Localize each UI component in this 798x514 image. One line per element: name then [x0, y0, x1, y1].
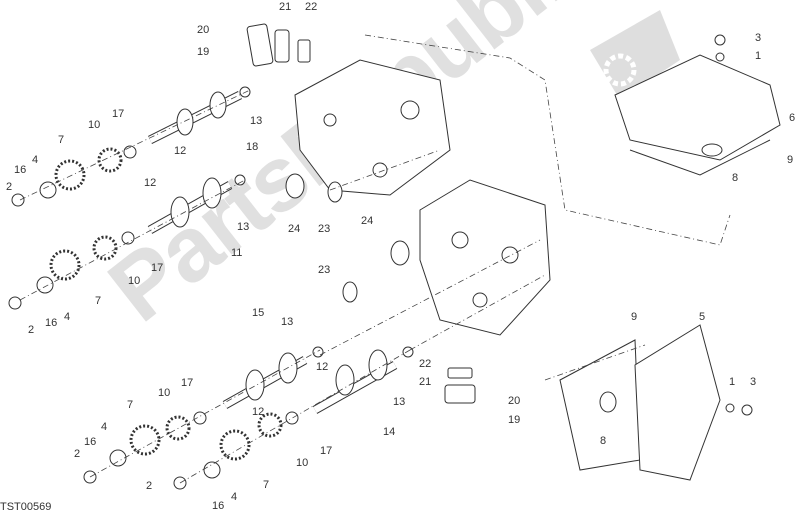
callout: 8 [732, 172, 739, 184]
callout: 14 [383, 426, 396, 438]
callout: 7 [95, 295, 102, 307]
callout: 10 [296, 457, 309, 469]
callout: 17 [151, 262, 164, 274]
gasket-lower [447, 367, 473, 379]
plug-24-a [285, 173, 305, 199]
callout: 12 [144, 177, 157, 189]
gasket-upper [274, 29, 290, 63]
callout: 10 [128, 275, 141, 287]
callout: 16 [84, 436, 97, 448]
callout: 12 [174, 145, 187, 157]
tensioner-cover-upper [246, 23, 274, 67]
callout: 11 [231, 247, 243, 259]
callout: 17 [320, 445, 333, 457]
callout: 13 [393, 396, 406, 408]
camshaft-2 [147, 174, 246, 234]
callout: 7 [263, 479, 270, 491]
callout: 4 [101, 421, 108, 433]
gear-set-4 [173, 411, 299, 490]
callout: 7 [58, 134, 65, 146]
callout: 2 [6, 181, 13, 193]
callout: 23 [318, 223, 331, 235]
callout: 3 [750, 376, 757, 388]
callout: 1 [729, 376, 736, 388]
diagram-code: TST00569 [0, 501, 52, 513]
callout: 23 [318, 264, 331, 276]
watermark-gear-icon [590, 10, 680, 100]
bolt-3-upper [714, 34, 726, 46]
callout: 12 [252, 406, 265, 418]
callout: 6 [789, 112, 796, 124]
callout: 2 [28, 324, 35, 336]
callout: 13 [281, 316, 294, 328]
callout: 1 [755, 50, 762, 62]
callout: 15 [252, 307, 265, 319]
callout: 12 [316, 361, 329, 373]
callout: 4 [64, 311, 71, 323]
callout: 10 [158, 387, 171, 399]
bolt-3-lower [741, 404, 753, 416]
callout: 19 [197, 46, 210, 58]
tensioner-upper [297, 39, 311, 63]
callout: 22 [305, 1, 318, 13]
callout: 7 [127, 399, 134, 411]
plug-24-b [390, 240, 410, 266]
camshaft-3 [222, 346, 324, 409]
callout: 24 [361, 215, 374, 227]
callout: 17 [181, 377, 194, 389]
callout: 16 [14, 164, 27, 176]
callout: 13 [237, 221, 250, 233]
callout: 5 [699, 311, 706, 323]
valve-cover-upper [614, 54, 781, 176]
callout: 22 [419, 358, 432, 370]
callout: 21 [419, 376, 432, 388]
plug-23-b [342, 281, 358, 303]
callout: 20 [197, 24, 210, 36]
callout: 16 [212, 500, 225, 512]
callout: 4 [231, 491, 238, 503]
callout: 19 [508, 414, 521, 426]
plug-23-a [327, 181, 343, 203]
callout: 13 [250, 115, 263, 127]
valve-cover-lower [559, 324, 721, 481]
callout: 10 [88, 119, 101, 131]
callout: 21 [279, 1, 292, 13]
gear-set-1 [11, 145, 137, 207]
callout: 17 [112, 108, 125, 120]
tensioner-cover-lower [444, 384, 476, 404]
callout: 3 [755, 32, 762, 44]
callout: 8 [600, 435, 607, 447]
washer-1-upper [715, 52, 725, 62]
cylinder-head-upper [294, 59, 451, 196]
washer-1-lower [725, 403, 735, 413]
callout: 20 [508, 395, 521, 407]
callout: 9 [787, 154, 794, 166]
callout: 18 [246, 141, 259, 153]
callout: 4 [32, 154, 39, 166]
callout: 16 [45, 317, 58, 329]
callout: 2 [74, 448, 81, 460]
cylinder-head-lower [419, 179, 551, 336]
callout: 24 [288, 223, 301, 235]
callout: 2 [146, 480, 153, 492]
camshaft-1 [147, 86, 251, 145]
callout: 9 [631, 311, 638, 323]
camshaft-4 [312, 346, 414, 414]
gear-set-2 [8, 231, 135, 310]
